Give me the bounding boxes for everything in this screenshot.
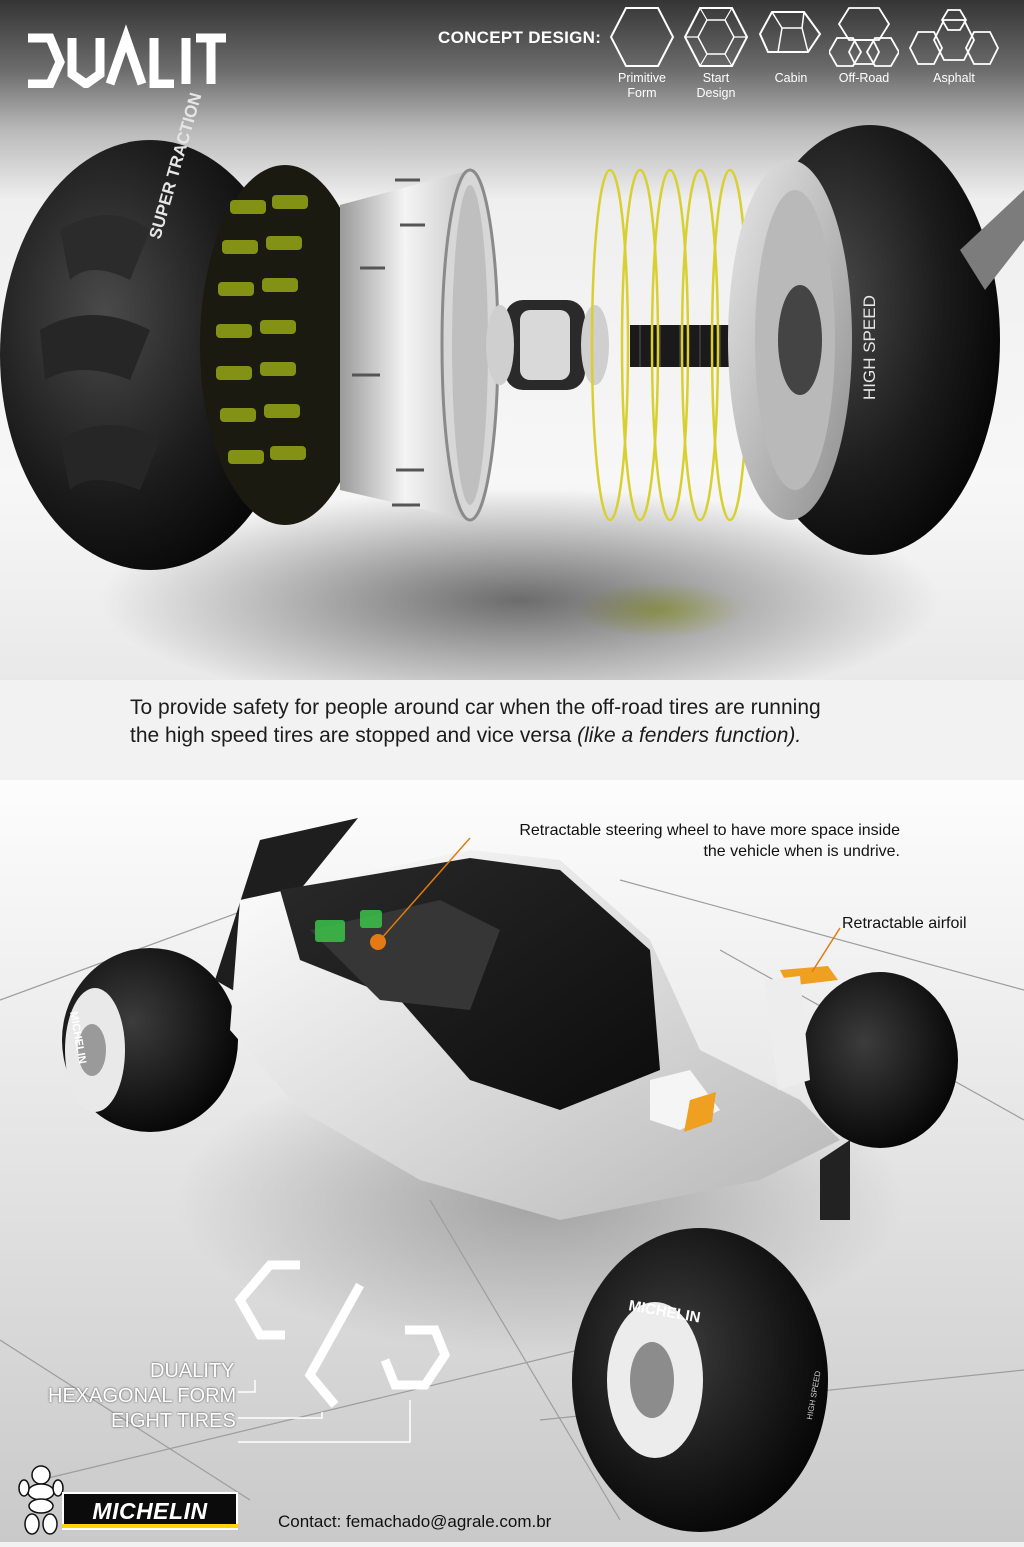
caption-line-2: the high speed tires are stopped and vic… (130, 722, 910, 750)
yellow-coils (590, 168, 750, 522)
duality-logo (28, 24, 226, 88)
concept-start-design: Start Design (680, 6, 752, 101)
michelin-logo-stripe (62, 1524, 238, 1528)
asphalt-hexagon-cluster-icon (908, 9, 1000, 65)
offroad-tread-band (200, 165, 370, 525)
vehicle-render: MICHELIN MICHELIN HIGH S (0, 818, 1024, 1532)
feature-hex-symbols (234, 1260, 451, 1408)
dash-display (315, 920, 345, 942)
concept-design-label: CONCEPT DESIGN: (438, 28, 602, 47)
high-speed-tire: HIGH SPEED (728, 125, 1000, 555)
concept-cabin: Cabin (756, 6, 826, 86)
high-speed-label: HIGH SPEED (860, 295, 879, 400)
caption-line-2-text: the high speed tires are stopped and vic… (130, 724, 578, 747)
concept-primitive-form: Primitive Form (606, 6, 678, 101)
rear-left-tire: MICHELIN (62, 948, 238, 1132)
feature-hexagonal-form: HEXAGONAL FORM (48, 1385, 237, 1407)
single-hexagon-icon (609, 7, 675, 67)
fender-function-caption: To provide safety for people around car … (130, 694, 910, 750)
concept-label-asphalt: Asphalt (933, 71, 975, 85)
feature-eight-tires: EIGHT TIRES (111, 1410, 236, 1432)
airfoil-callout: Retractable airfoil (842, 915, 967, 932)
left-hub-cone (340, 168, 500, 522)
vehicle-body (230, 850, 850, 1220)
suspension-arm (960, 190, 1024, 290)
steering-wheel-callout: Retractable steering wheel to have more … (470, 820, 900, 862)
exploded-wheel-render: SUPER TRACTION (0, 91, 1024, 570)
michelin-man-icon (18, 1465, 64, 1535)
concept-label-start: Start Design (696, 71, 736, 100)
steering-callout-line-1: Retractable steering wheel to have more … (519, 822, 900, 839)
rear-right-tire (802, 972, 958, 1148)
concept-label-primitive: Primitive Form (618, 71, 666, 100)
contact-email[interactable]: Contact: femachado@agrale.com.br (278, 1512, 552, 1531)
steering-callout-line-2: the vehicle when is undrive. (703, 843, 900, 860)
caption-line-1: To provide safety for people around car … (130, 696, 821, 719)
offroad-hexagon-cluster-icon (829, 7, 899, 67)
center-axle (486, 300, 755, 390)
callout-leaders (379, 837, 841, 973)
top-render-scene: SUPER TRACTION (0, 0, 1024, 680)
vehicle-render-scene: MICHELIN MICHELIN HIGH S (0, 780, 1024, 1542)
front-tire: MICHELIN HIGH SPEED (572, 1228, 828, 1532)
cabin-hexagon-icon (758, 11, 822, 53)
nested-hexagon-icon (683, 7, 749, 67)
concept-label-cabin: Cabin (774, 71, 808, 85)
concept-label-offroad: Off-Road (838, 71, 890, 85)
concept-offroad: Off-Road (828, 6, 900, 86)
concept-asphalt: Asphalt (906, 6, 1002, 86)
feature-duality: DUALITY (150, 1360, 235, 1382)
feature-leader-lines (238, 1380, 411, 1443)
caption-line-2-italic: (like a fenders function). (577, 724, 802, 747)
rear-light (684, 1092, 716, 1132)
michelin-logo: MICHELIN (62, 1492, 238, 1530)
